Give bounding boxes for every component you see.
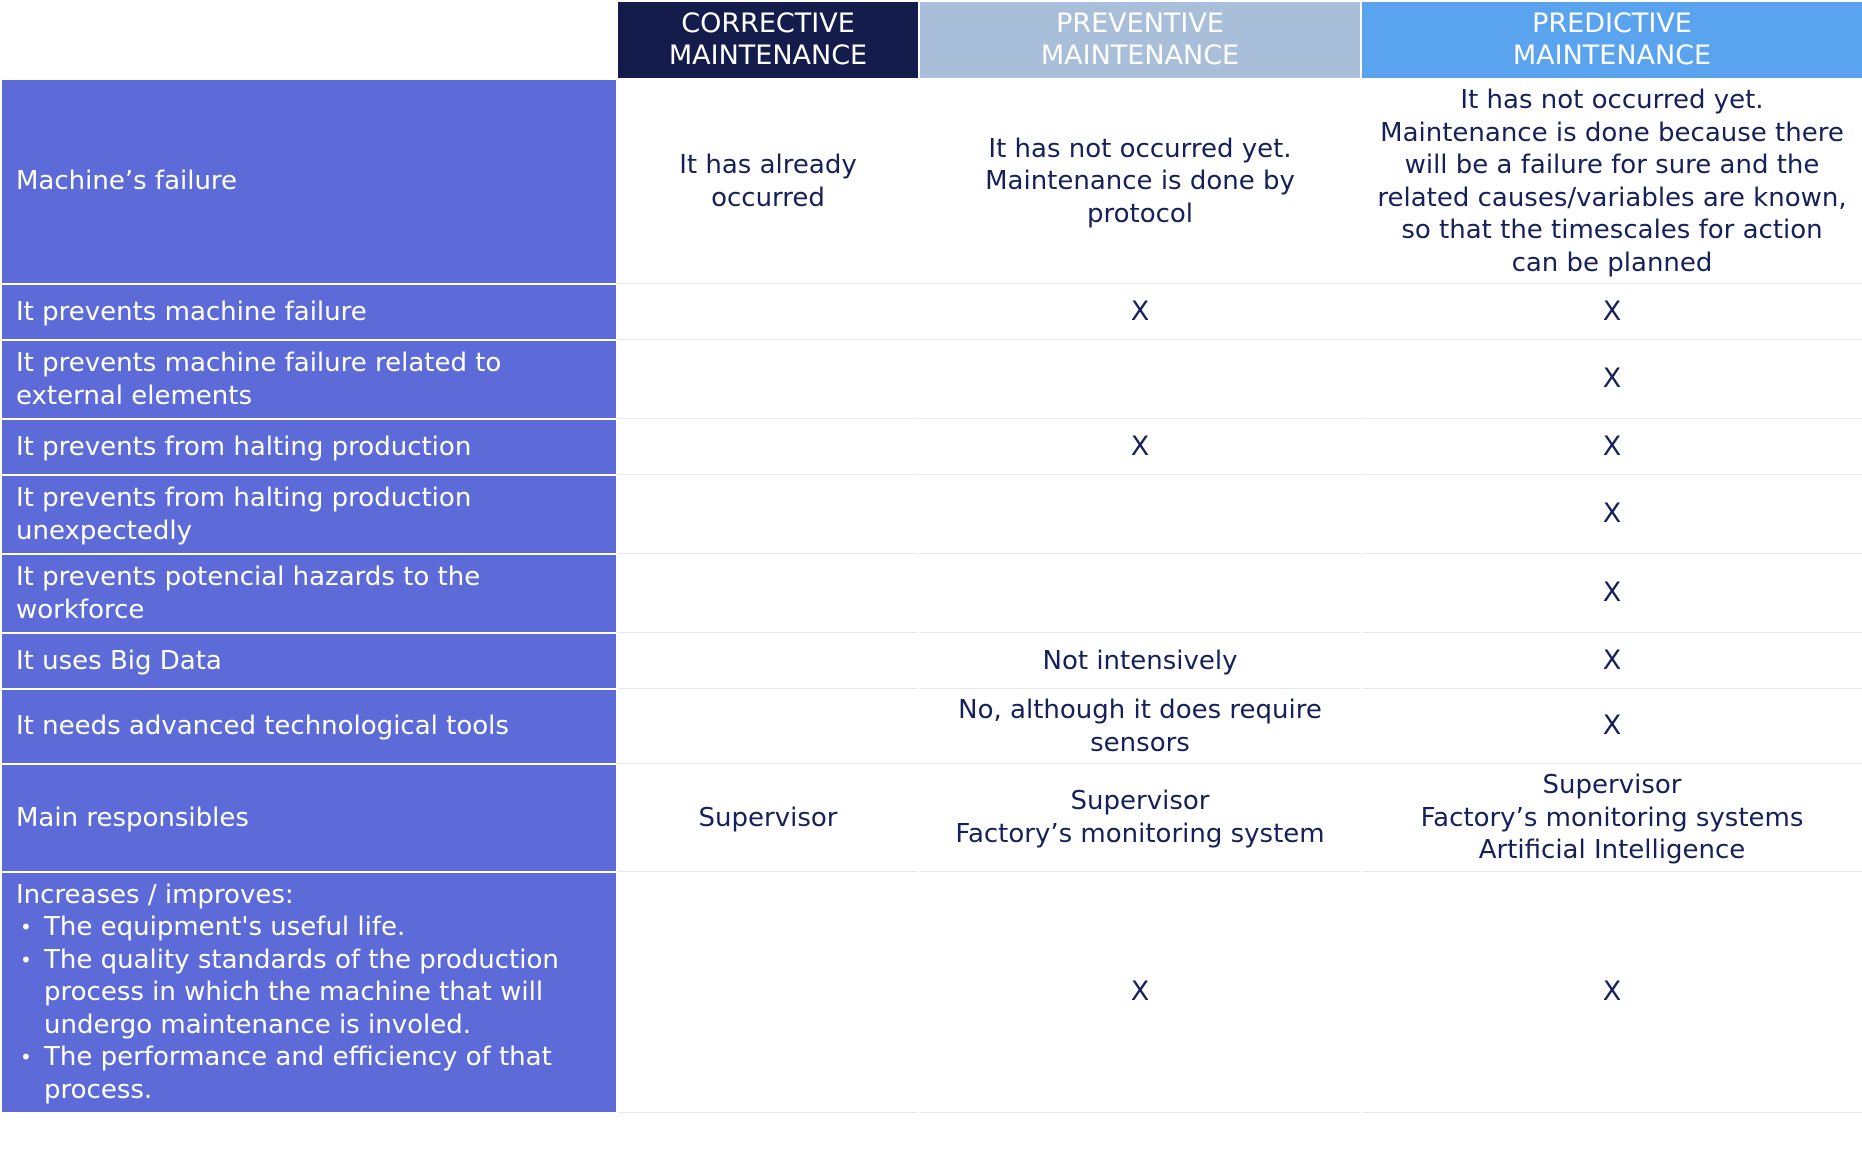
table-row: It needs advanced technological tools No…	[2, 690, 1862, 763]
cell-predictive-check-mark: X	[1362, 420, 1862, 474]
cell-corrective	[618, 341, 918, 418]
responsible-supervisor: Supervisor	[1070, 786, 1210, 817]
cell-predictive-check-mark: X	[1362, 476, 1862, 553]
table-row: It prevents machine failure related to e…	[2, 341, 1862, 418]
responsible-monitoring-systems: Factory’s monitoring systems	[1420, 802, 1804, 833]
cell-preventive	[920, 341, 1360, 418]
table-row: It prevents machine failure X X	[2, 285, 1862, 339]
cell-corrective	[618, 285, 918, 339]
cell-preventive-check-mark: X	[920, 420, 1360, 474]
header-corner-empty	[2, 2, 616, 78]
header-predictive-maintenance: PREDICTIVE MAINTENANCE	[1362, 2, 1862, 78]
cell-predictive: It has not occurred yet. Maintenance is …	[1362, 80, 1862, 283]
cell-corrective	[618, 420, 918, 474]
row-label: It prevents from halting production unex…	[2, 476, 616, 553]
row-label: Main responsibles	[2, 765, 616, 871]
table-row: It uses Big Data Not intensively X	[2, 634, 1862, 688]
row-label: It prevents potencial hazards to the wor…	[2, 555, 616, 632]
improvements-intro: Increases / improves:	[16, 879, 294, 910]
list-item: The equipment's useful life.	[20, 911, 602, 944]
row-label: It prevents machine failure	[2, 285, 616, 339]
maintenance-comparison-table: CORRECTIVE MAINTENANCE PREVENTIVE MAINTE…	[0, 0, 1862, 1114]
cell-predictive-check-mark: X	[1362, 285, 1862, 339]
responsible-monitoring-system: Factory’s monitoring system	[955, 818, 1325, 849]
header-preventive-line2: MAINTENANCE	[1040, 40, 1240, 71]
table-row: Main responsibles Supervisor Supervisor …	[2, 765, 1862, 871]
cell-corrective: Supervisor	[618, 765, 918, 871]
cell-predictive-check-mark: X	[1362, 634, 1862, 688]
cell-preventive: Not intensively	[920, 634, 1360, 688]
table-row: Machine’s failure It has already occurre…	[2, 80, 1862, 283]
table-row: It prevents from halting production X X	[2, 420, 1862, 474]
row-label: It prevents from halting production	[2, 420, 616, 474]
cell-corrective: It has already occurred	[618, 80, 918, 283]
responsible-supervisor: Supervisor	[1542, 770, 1682, 800]
row-label-improvements: Increases / improves: The equipment's us…	[2, 872, 616, 1112]
cell-preventive	[920, 555, 1360, 632]
header-preventive-maintenance: PREVENTIVE MAINTENANCE	[920, 2, 1360, 78]
row-label: It needs advanced technological tools	[2, 690, 616, 763]
cell-preventive-check-mark: X	[920, 872, 1360, 1112]
cell-preventive: No, although it does require sensors	[920, 690, 1360, 763]
cell-preventive: Supervisor Factory’s monitoring system	[920, 765, 1360, 871]
cell-predictive-check-mark: X	[1362, 690, 1862, 763]
header-row: CORRECTIVE MAINTENANCE PREVENTIVE MAINTE…	[2, 2, 1862, 78]
header-preventive-line1: PREVENTIVE	[1056, 8, 1224, 39]
cell-corrective	[618, 634, 918, 688]
row-label: It uses Big Data	[2, 634, 616, 688]
table-row: It prevents potencial hazards to the wor…	[2, 555, 1862, 632]
list-item: The quality standards of the production …	[20, 944, 602, 1042]
cell-predictive-check-mark: X	[1362, 555, 1862, 632]
header-corrective-line2: MAINTENANCE	[668, 40, 868, 71]
header-predictive-line2: MAINTENANCE	[1512, 40, 1712, 71]
cell-corrective	[618, 476, 918, 553]
cell-preventive: It has not occurred yet. Maintenance is …	[920, 80, 1360, 283]
header-predictive-line1: PREDICTIVE	[1532, 8, 1692, 39]
header-corrective-line1: CORRECTIVE	[681, 8, 855, 39]
table-row: Increases / improves: The equipment's us…	[2, 872, 1862, 1112]
row-label: It prevents machine failure related to e…	[2, 341, 616, 418]
cell-predictive: Supervisor Factory’s monitoring systems …	[1362, 765, 1862, 871]
list-item: The performance and efficiency of that p…	[20, 1041, 602, 1106]
cell-corrective	[618, 690, 918, 763]
cell-predictive-check-mark: X	[1362, 341, 1862, 418]
cell-corrective	[618, 555, 918, 632]
cell-predictive-check-mark: X	[1362, 872, 1862, 1112]
row-label: Machine’s failure	[2, 80, 616, 283]
cell-preventive	[920, 476, 1360, 553]
cell-corrective	[618, 872, 918, 1112]
improvements-list: The equipment's useful life. The quality…	[16, 911, 602, 1106]
table-row: It prevents from halting production unex…	[2, 476, 1862, 553]
cell-preventive-check-mark: X	[920, 285, 1360, 339]
header-corrective-maintenance: CORRECTIVE MAINTENANCE	[618, 2, 918, 78]
responsible-artificial-intelligence: Artificial Intelligence	[1478, 835, 1746, 865]
